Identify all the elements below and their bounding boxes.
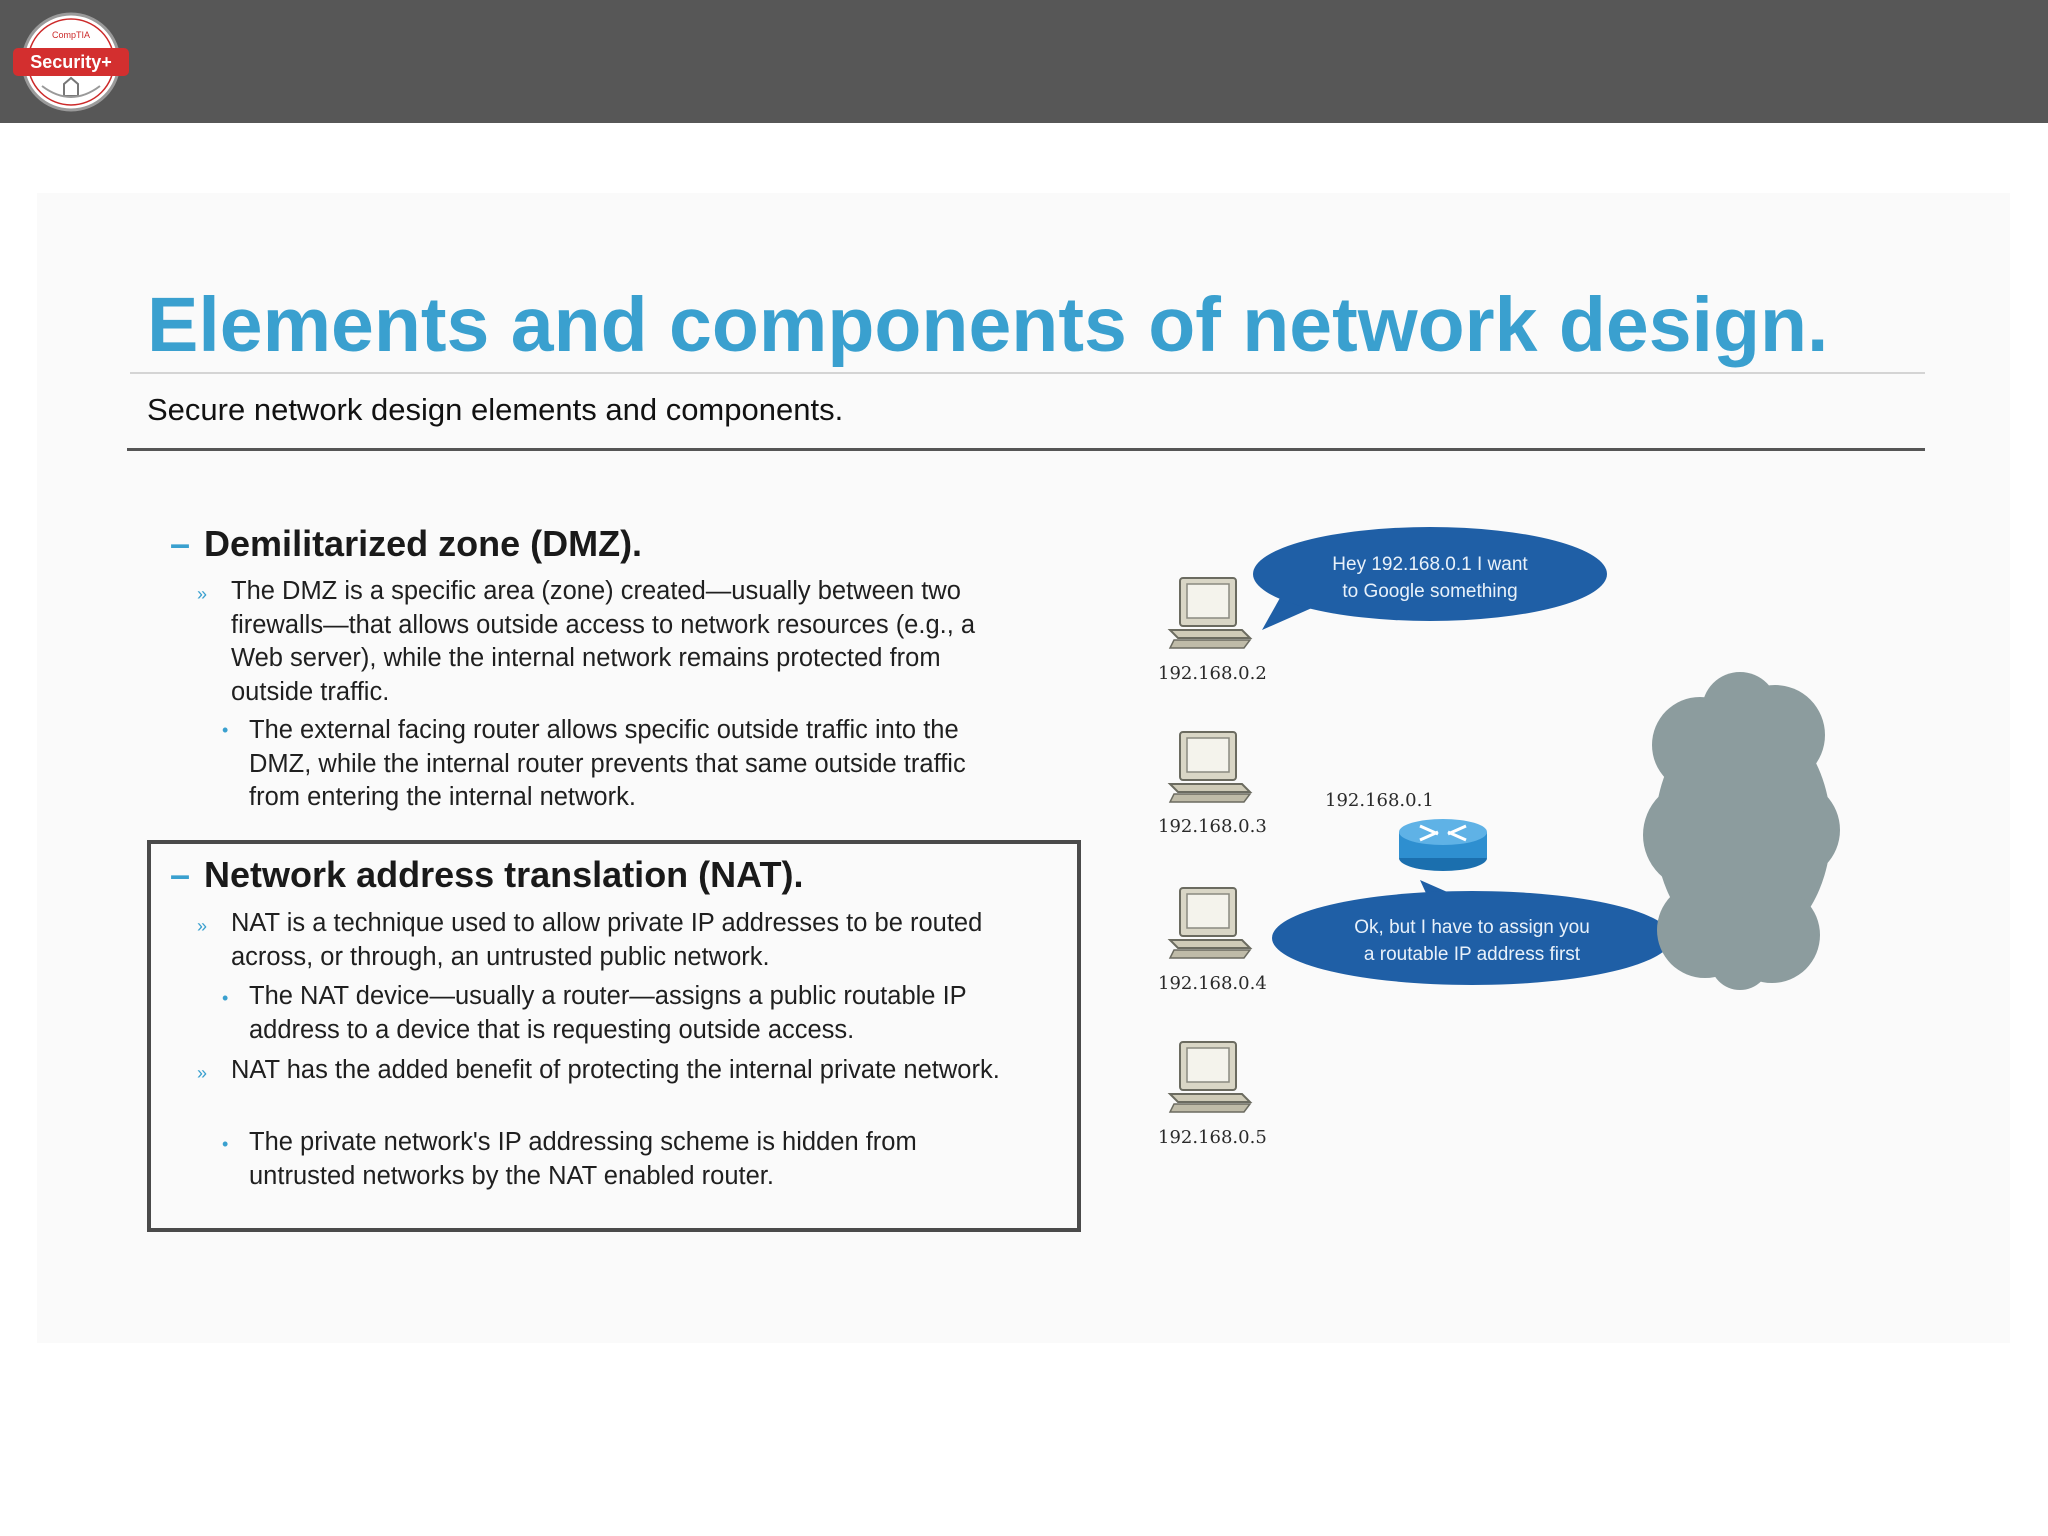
title-divider xyxy=(130,372,1925,374)
nat-bullet-2: NAT has the added benefit of protecting … xyxy=(231,1056,1000,1084)
bullet-marker: » xyxy=(197,584,208,604)
host-ip-label: 192.168.0.2 xyxy=(1158,663,1267,684)
bullet-marker: » xyxy=(197,1063,208,1083)
sub-bullet-marker: • xyxy=(222,720,229,740)
nat-highlight-box xyxy=(147,840,1081,1232)
nat-heading: –Network address translation (NAT). xyxy=(170,853,803,897)
slide-title: Elements and components of network desig… xyxy=(147,282,1829,368)
svg-text:CompTIA: CompTIA xyxy=(52,30,90,40)
subtitle-divider xyxy=(127,448,1925,451)
dmz-heading: –Demilitarized zone (DMZ). xyxy=(170,522,642,566)
nat-heading-text: Network address translation (NAT). xyxy=(204,854,804,895)
nat-bullet-1: NAT is a technique used to allow private… xyxy=(231,909,983,971)
dmz-heading-text: Demilitarized zone (DMZ). xyxy=(204,523,643,564)
header-bar: CompTIA Security+ xyxy=(0,0,2048,123)
router-ip-label: 192.168.0.1 xyxy=(1325,790,1434,811)
host-ip-label: 192.168.0.4 xyxy=(1158,973,1267,994)
host-ip-label: 192.168.0.5 xyxy=(1158,1127,1267,1148)
dmz-bullet-1: The DMZ is a specific area (zone) create… xyxy=(231,577,976,706)
comptia-security-plus-logo: CompTIA Security+ xyxy=(12,10,130,114)
dmz-heading-dash: – xyxy=(170,523,191,564)
sub-bullet-marker: • xyxy=(222,1134,229,1154)
nat-heading-dash: – xyxy=(170,854,191,895)
sub-bullet-marker: • xyxy=(222,988,229,1008)
host-ip-label: 192.168.0.3 xyxy=(1158,816,1267,837)
svg-text:Security+: Security+ xyxy=(30,52,112,72)
slide-subtitle: Secure network design elements and compo… xyxy=(147,392,844,427)
bullet-marker: » xyxy=(197,916,208,936)
nat-sub-bullet-1: The NAT device—usually a router—assigns … xyxy=(249,982,967,1044)
dmz-sub-bullet-1: The external facing router allows specif… xyxy=(249,716,966,811)
nat-sub-bullet-2: The private network's IP addressing sche… xyxy=(249,1128,917,1190)
